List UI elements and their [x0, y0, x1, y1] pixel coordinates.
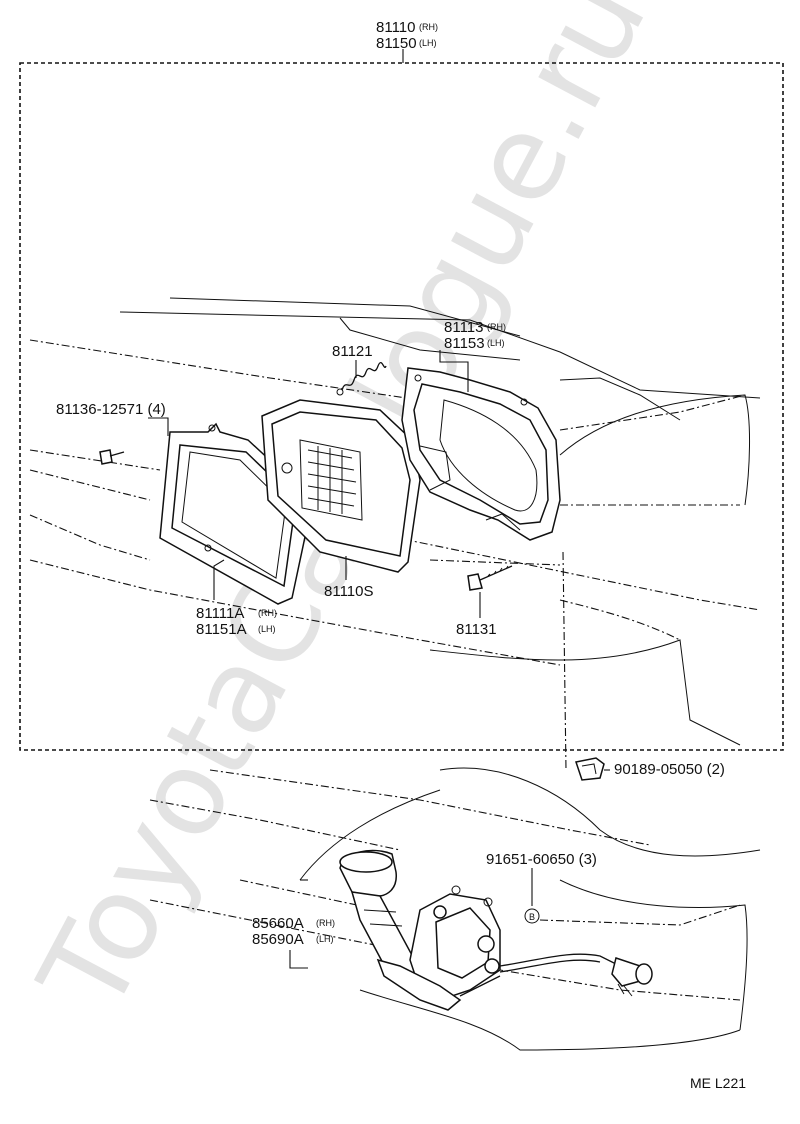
bolt-label: 91651-60650 (3) [486, 851, 597, 868]
rim-rh-side: (RH) [258, 608, 277, 618]
headlamp-housing [401, 367, 561, 541]
label-assembly: 81110 (RH) 81150 (LH) [376, 19, 438, 52]
adjusting-screw [467, 565, 513, 591]
headlamp-unit [261, 399, 421, 573]
bolt-marker: B [529, 912, 535, 922]
motor-rh-part: 85660A [252, 915, 304, 932]
housing-lh-part: 81153 [444, 335, 485, 352]
body-panel-lines [29, 297, 761, 771]
spring-label: 81121 [332, 343, 373, 360]
assembly-rh-part: 81110 [376, 19, 416, 36]
adjust-screw-label: 81131 [456, 621, 497, 638]
housing-rh-side: (RH) [487, 322, 506, 332]
rim-screw [99, 449, 125, 465]
adjuster-spring [336, 361, 387, 396]
assembly-rh-side: (RH) [419, 22, 438, 32]
motor-rh-side: (RH) [316, 918, 335, 928]
label-housing: 81113 (RH) 81153 (LH) [444, 319, 506, 352]
diagram-code: ME L221 [690, 1075, 746, 1091]
rim-rh-part: 81111A [196, 605, 244, 622]
assembly-boundary [19, 62, 784, 751]
leader-lines [148, 350, 610, 969]
assembly-lh-side: (LH) [419, 38, 437, 48]
label-rim: 81111A (RH) 81151A (LH) [196, 605, 277, 638]
retractor-motor [339, 849, 653, 1011]
screw-label: 81136-12571 (4) [56, 401, 166, 418]
housing-rh-part: 81113 [444, 319, 484, 336]
clip-label: 90189-05050 (2) [614, 761, 725, 778]
assembly-lh-part: 81150 [376, 35, 417, 52]
clip-part [575, 757, 605, 781]
motor-lh-side: (LH) [316, 934, 334, 944]
rim-lh-part: 81151A [196, 621, 247, 638]
lamp-unit-label: 81110S [324, 583, 374, 600]
motor-lh-part: 85690A [252, 931, 304, 948]
housing-lh-side: (LH) [487, 338, 505, 348]
label-motor: 85660A (RH) 85690A (LH) [252, 915, 335, 948]
rim-lh-side: (LH) [258, 624, 276, 634]
